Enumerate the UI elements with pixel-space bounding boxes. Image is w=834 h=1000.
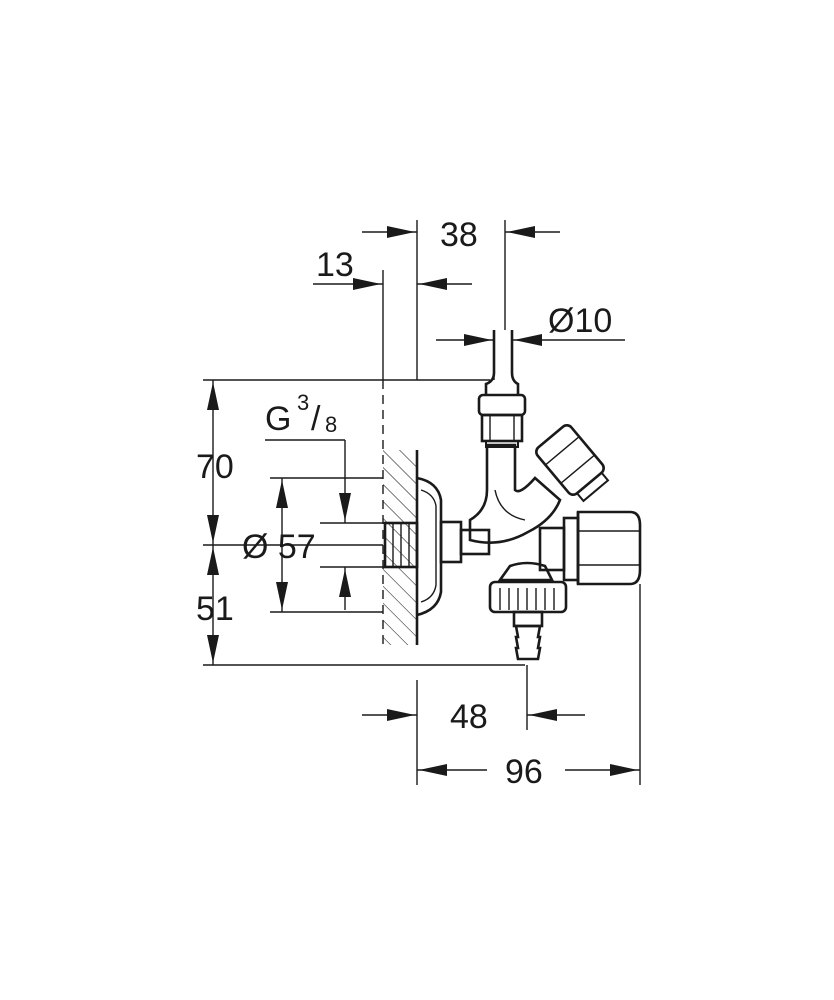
hose-nozzle	[512, 610, 544, 661]
valve-y-body	[468, 443, 562, 544]
rosette-inner-line	[420, 489, 437, 603]
dim-48-label: 48	[450, 698, 488, 736]
dim-diameter-10-label: Ø10	[548, 302, 612, 340]
dim-51-label: 51	[196, 590, 234, 628]
thread-numerator: 3	[297, 390, 309, 415]
dimension-labels: 38 13 Ø10 G 3 / 8 70 Ø 57 51 48 96	[196, 216, 612, 791]
dim-96-label: 96	[505, 753, 543, 791]
thread-slash: /	[311, 400, 321, 438]
dim-diameter-57-label: Ø 57	[242, 528, 316, 566]
wall-section	[382, 380, 419, 645]
dimension-lines	[203, 220, 641, 785]
angled-union-nut	[535, 424, 610, 503]
side-connector	[538, 516, 580, 582]
dim-38-label: 38	[440, 216, 478, 254]
dim-70-label: 70	[196, 448, 234, 486]
top-compression-nut	[477, 393, 527, 448]
rosette-flange	[416, 476, 443, 617]
dim-13-label: 13	[316, 246, 354, 284]
wall-thread-connector	[383, 521, 419, 569]
hex-union-nut	[576, 510, 642, 586]
angle-valve	[383, 330, 642, 661]
thread-denominator: 8	[325, 412, 337, 437]
thread-g-label: G	[265, 400, 291, 438]
valve-body-contour	[494, 489, 526, 521]
wall-hatch	[383, 450, 417, 645]
